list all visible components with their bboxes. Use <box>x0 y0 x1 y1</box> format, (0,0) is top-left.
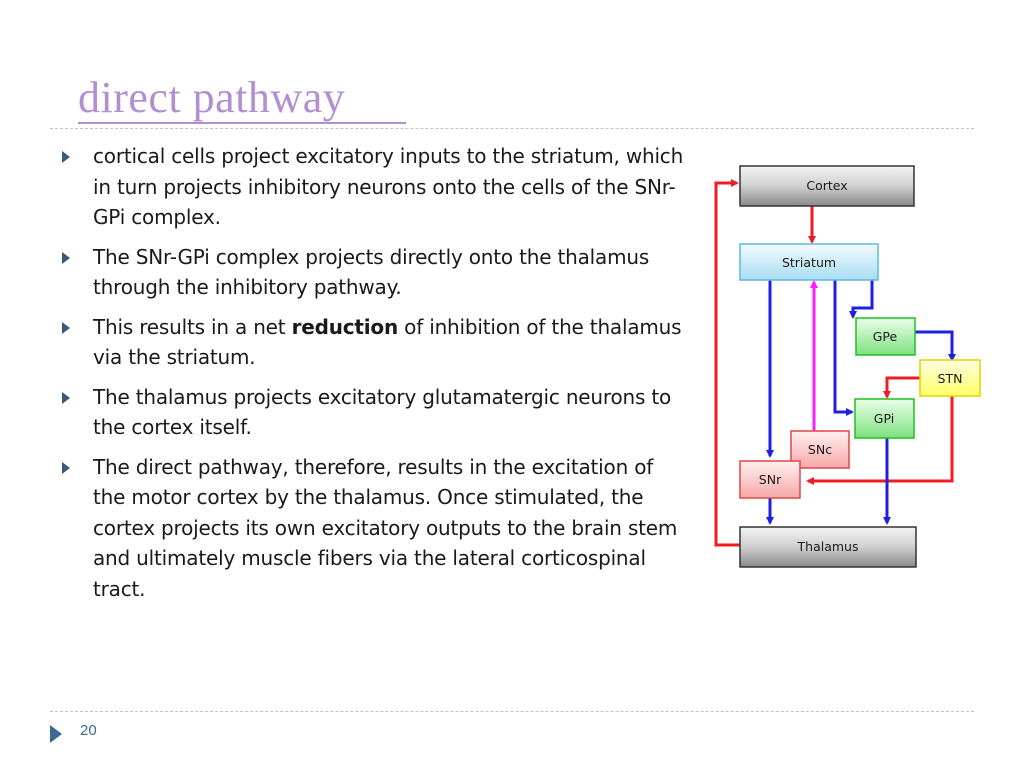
bullet-text: cortical cells project excitatory inputs… <box>93 144 684 229</box>
snr-node: SNr <box>739 460 801 499</box>
bullet-text-before: This results in a net <box>93 314 292 339</box>
bullet-item: cortical cells project excitatory inputs… <box>58 141 688 233</box>
bullet-item: The thalamus projects excitatory glutama… <box>58 382 688 443</box>
striatum-to-gpe-arrow <box>849 280 874 319</box>
striatum-label: Striatum <box>782 255 836 270</box>
bullet-triangle-icon <box>62 251 70 264</box>
thalamus-label: Thalamus <box>797 539 859 554</box>
gpe-to-stn-arrow <box>915 330 956 362</box>
cortex-node: Cortex <box>739 165 915 207</box>
bullet-text-after: of inhibition of the thalamus via the st… <box>93 314 682 370</box>
bottom-divider <box>50 711 974 712</box>
gpi-node: GPi <box>854 398 915 439</box>
bullet-item: The SNr-GPi complex projects directly on… <box>58 242 688 303</box>
stn-node: STN <box>919 359 981 397</box>
bullet-text: The thalamus projects excitatory glutama… <box>93 384 672 440</box>
slide-title: direct pathway <box>78 73 346 122</box>
stn-label: STN <box>938 371 963 386</box>
cortex-label: Cortex <box>806 178 847 193</box>
stn-to-gpi-arrow <box>883 376 920 399</box>
bullet-triangle-icon <box>62 391 70 404</box>
stn-to-snr-arrow <box>806 396 954 485</box>
title-underline <box>78 122 406 124</box>
snr-label: SNr <box>759 472 782 487</box>
gpe-node: GPe <box>855 317 916 356</box>
thalamus-to-cortex-arrow <box>714 179 740 547</box>
gpe-label: GPe <box>873 329 898 344</box>
thalamus-node: Thalamus <box>739 526 917 568</box>
bullet-emphasis: reduction <box>291 314 399 339</box>
striatum-to-gpi-arrow <box>833 280 854 416</box>
gpi-label: GPi <box>874 411 894 426</box>
basal-ganglia-diagram: Cortex Striatum GPe STN GPi SNc SNr Thal… <box>714 165 981 568</box>
snc-label: SNc <box>808 442 832 457</box>
bullet-text: The SNr-GPi complex projects directly on… <box>93 244 650 300</box>
striatum-node: Striatum <box>739 243 879 281</box>
bullet-triangle-icon <box>62 151 70 163</box>
footer-triangle-icon <box>50 725 62 743</box>
page-number: 20 <box>80 722 97 739</box>
bullet-triangle-icon <box>62 321 70 334</box>
bullet-item: This results in a net reduction of inhib… <box>58 312 688 373</box>
bullet-text: The direct pathway, therefore, results i… <box>93 454 678 601</box>
bullet-list: cortical cells project excitatory inputs… <box>58 141 688 613</box>
bullet-triangle-icon <box>62 461 70 474</box>
bullet-item: The direct pathway, therefore, results i… <box>58 452 688 605</box>
top-divider <box>50 128 974 129</box>
